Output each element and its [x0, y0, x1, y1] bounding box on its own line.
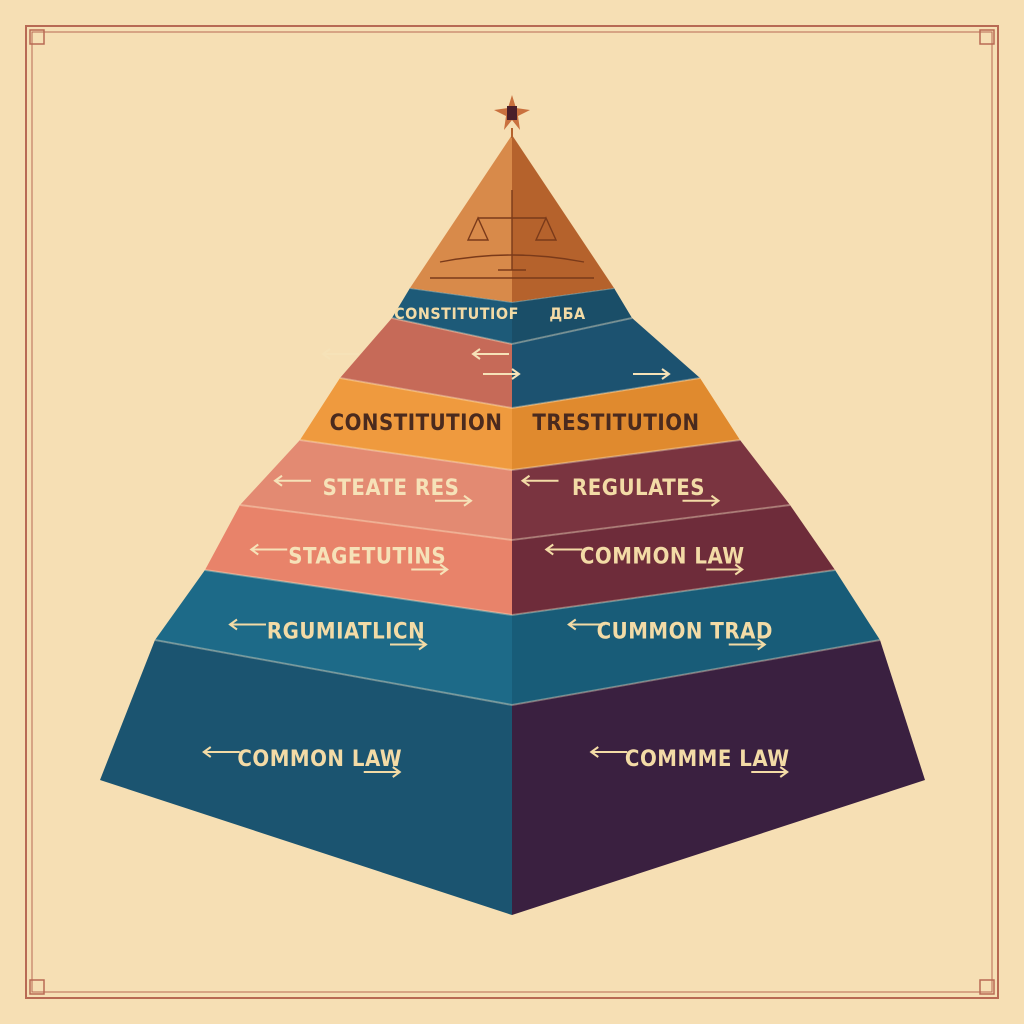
layer-constitution: CONSTITUTION TRESTITUTION: [300, 377, 740, 470]
layer-left-label: COMMON LAW: [237, 747, 402, 772]
layer-edge: [204, 569, 836, 617]
layer-left-face: [300, 378, 512, 470]
layer-edge: [391, 317, 633, 346]
layer-left-label: CONSTITUTIOF: [394, 304, 519, 323]
layer-left-label: CONSTITUTION: [330, 411, 503, 436]
arrow-left-icon: [273, 474, 311, 487]
layer-right-face: [512, 288, 632, 344]
arrow-left-icon: [321, 348, 359, 360]
layer-left-face: [155, 570, 512, 705]
arrow-left-icon: [589, 746, 628, 758]
layer-right-face: [512, 440, 790, 540]
apex-left-face: [410, 135, 512, 302]
decorative-frame: [25, 25, 999, 999]
apex-right-face: [512, 135, 614, 302]
layer-left-face: [240, 440, 512, 540]
arrow-right-icon: [363, 766, 402, 778]
layer-right-label: TRESTITUTION: [532, 411, 699, 436]
layer-edge: [339, 377, 701, 410]
arrow-right-icon: [751, 766, 789, 778]
pyramid-layers: CONSTITUTIOF ДБА CONSTITUTION TRESTITUTION S…: [100, 287, 925, 915]
layer-left-label: STAGETUTINS: [288, 545, 446, 570]
arrow-left-icon: [544, 543, 583, 556]
layer-left-face: [392, 288, 512, 344]
pyramid-apex: [410, 95, 614, 302]
scales-of-justice-icon: [430, 190, 594, 279]
arrow-left-icon: [249, 543, 288, 556]
star-ornament-icon: [494, 95, 530, 138]
arrow-right-icon: [682, 494, 721, 507]
arrow-right-icon: [411, 563, 449, 576]
layer-right-label: COMMON LAW: [580, 545, 745, 570]
layer-left-label: RGUMIATLICN: [267, 620, 425, 645]
arrow-left-icon: [202, 746, 240, 758]
layer-edge: [299, 439, 741, 472]
arrow-right-icon: [706, 563, 744, 576]
layer-right-label: COMMME LAW: [625, 747, 790, 772]
arrow-right-icon: [728, 638, 767, 651]
layer-common-law: COMMON LAW COMMME LAW: [100, 639, 925, 915]
layer-right-label: ДБА: [549, 304, 586, 323]
layer-state-res: STEATE RES REGULATES: [240, 439, 790, 540]
arrow-right-icon: [390, 638, 428, 651]
layer-right-face: [512, 505, 835, 615]
arrow-right-icon: [483, 368, 521, 380]
layer-right-face: [512, 378, 740, 470]
layer-right-face: [512, 640, 925, 915]
arrow-right-icon: [435, 494, 473, 507]
layer-right-face: [512, 570, 880, 705]
arrow-left-icon: [471, 348, 509, 360]
arrow-left-icon: [520, 474, 559, 487]
layer-left-face: [100, 640, 512, 915]
layer-regulation: RGUMIATLICN CUMMON TRAD: [155, 569, 880, 705]
layer-left-face: [205, 505, 512, 615]
frame-corner-icon: [29, 29, 995, 995]
layer-right-label: REGULATES: [572, 476, 705, 501]
layer-statutes: STAGETUTINS COMMON LAW: [205, 504, 835, 615]
layer-right-label: CUMMON TRAD: [597, 620, 773, 645]
arrow-right-icon: [633, 368, 671, 380]
arrow-left-icon: [228, 618, 266, 631]
layer-edge: [239, 504, 791, 542]
layer-edge: [154, 639, 881, 707]
arrow-left-icon: [567, 618, 605, 631]
layer-left-label: STEATE RES: [323, 476, 460, 501]
